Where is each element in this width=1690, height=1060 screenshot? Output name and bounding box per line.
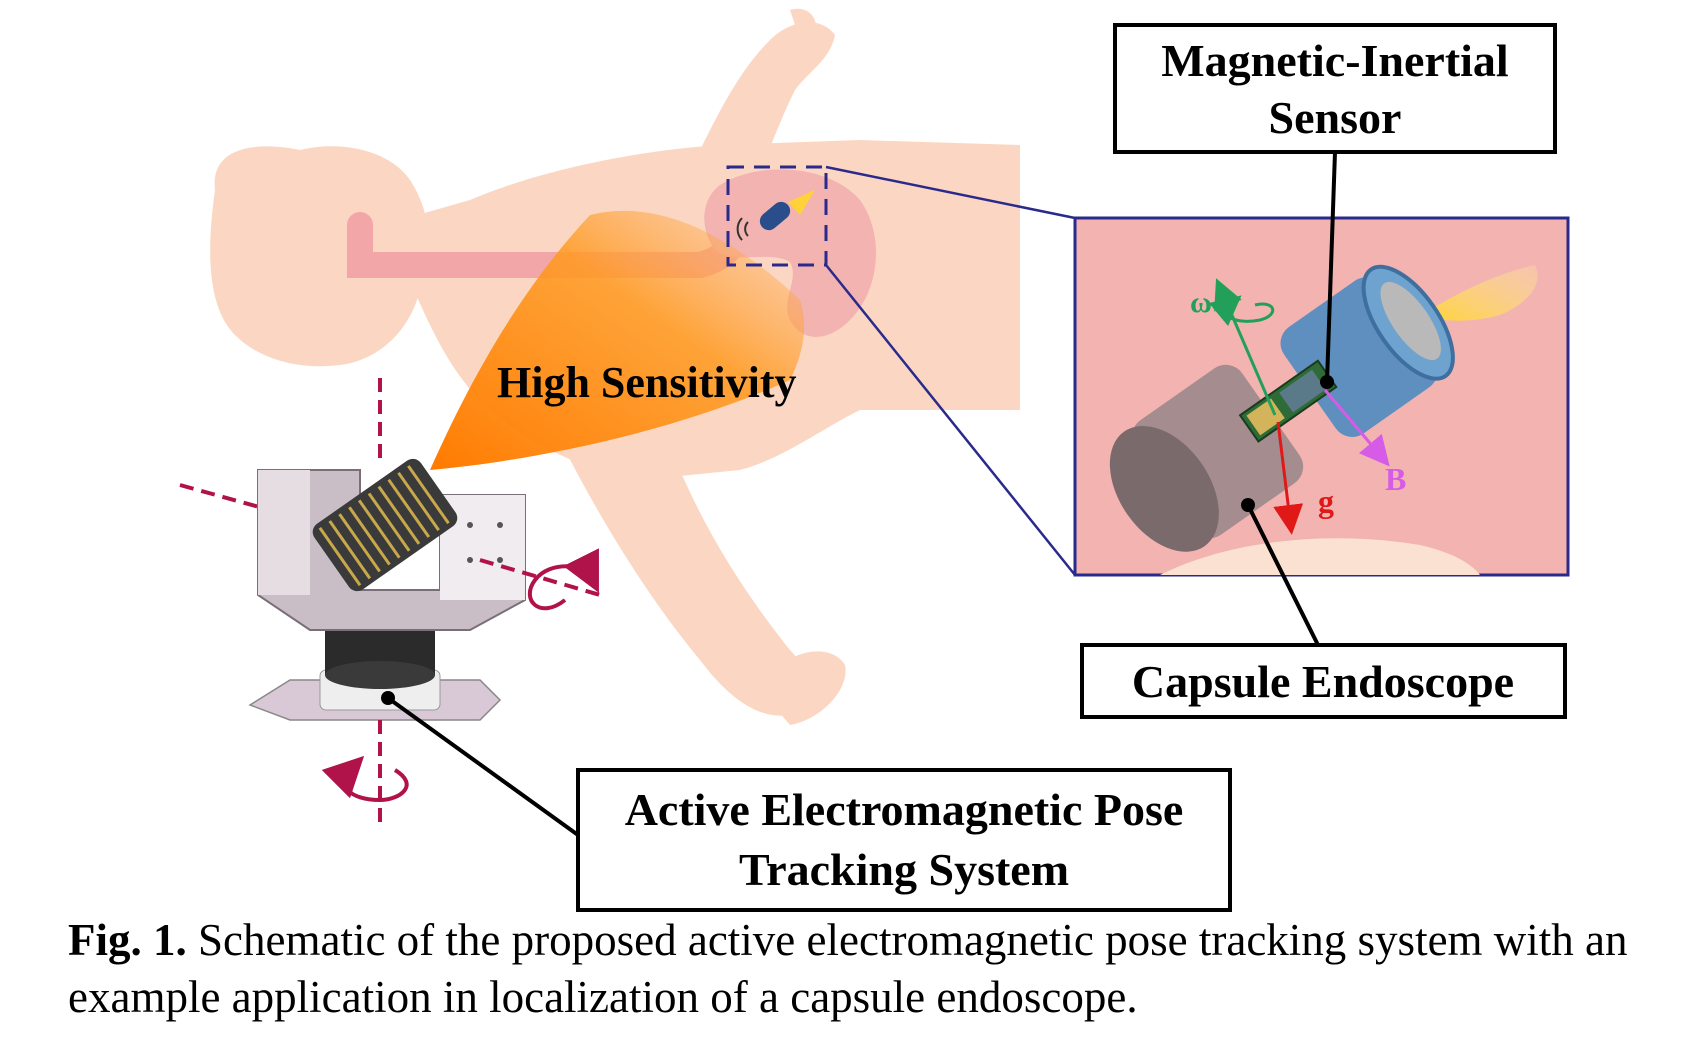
sensor-board [1238,359,1338,443]
svg-text:Capsule Endoscope: Capsule Endoscope [1132,656,1514,707]
zoom-connector-top [825,165,1076,220]
svg-text:Magnetic-Inertial: Magnetic-Inertial [1161,35,1508,86]
g-label: g [1318,483,1334,519]
caption-prefix: Fig. 1. [68,915,187,965]
caption-text: Schematic of the proposed active electro… [68,915,1628,1022]
B-label: B [1385,461,1406,497]
tracking-label-box: Active Electromagnetic Pose Tracking Sys… [576,768,1232,912]
high-sensitivity-label: High Sensitivity [497,358,797,407]
camera-light-cone [1430,265,1538,321]
omega-rotation [1208,295,1274,327]
g-arrow [1273,421,1304,535]
svg-text:Tracking System: Tracking System [739,844,1069,895]
B-arrow [1323,389,1390,467]
capsule-label-box: Capsule Endoscope [1080,643,1567,719]
small-capsule-icon [736,190,815,241]
stomach [704,169,877,337]
omega-label: ω [1190,286,1212,319]
zoom-region-box [726,165,828,267]
capsule-leader-line [1246,504,1320,646]
tracking-leader-line [386,696,580,837]
sensor-leader-line [1325,151,1337,383]
zoom-connector-bottom [825,264,1076,576]
zoom-inset: ω B g [1073,216,1570,577]
svg-text:Sensor: Sensor [1269,92,1402,143]
tracking-device [179,378,601,830]
svg-text:Active Electromagnetic Pose: Active Electromagnetic Pose [625,784,1184,835]
sensor-label-box: Magnetic-Inertial Sensor [1113,23,1557,154]
high-sensitivity-beam [430,210,805,470]
figure-caption: Fig. 1. Schematic of the proposed active… [68,912,1668,1026]
